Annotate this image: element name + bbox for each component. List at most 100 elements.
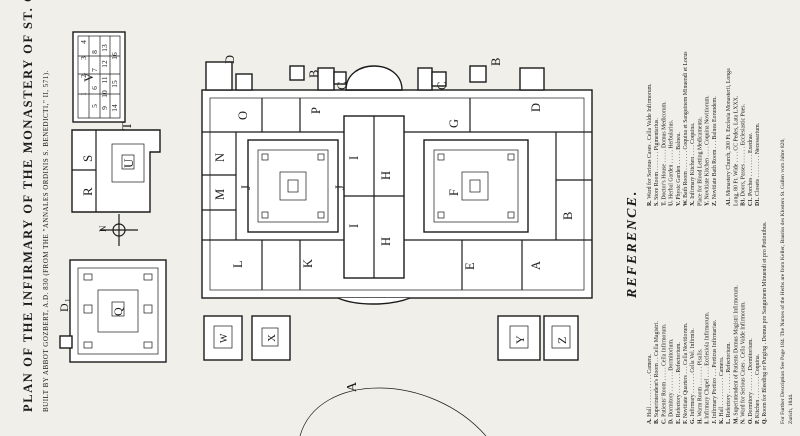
- room-label-a-upper: A: [345, 381, 360, 392]
- room-letters: A D B C C B O P G D N M L K J J H H I I …: [213, 55, 575, 392]
- reference-text: Long, 80 Ft. Wide . . . . CC Pedes, Lata…: [733, 95, 739, 206]
- reference-entry: Long, 80 Ft. Wide . . . . CC Pedes, Lata…: [733, 95, 739, 206]
- room-label-p: P: [309, 107, 323, 114]
- main-complex: [201, 65, 593, 305]
- room-label-q: Q: [111, 307, 125, 316]
- room-label-a: A: [529, 261, 543, 270]
- bed-label: 10: [100, 90, 109, 98]
- room-label-h1: H: [379, 171, 393, 180]
- bed-label: 5: [90, 104, 99, 108]
- room-label-g: G: [447, 119, 461, 128]
- reference-key: C1.: [748, 196, 754, 206]
- physic-garden: 1 2 3 4 5 6 7 8 9 10 11 12 13 14 15 16 V: [72, 31, 126, 123]
- reference-key: G.: [690, 417, 696, 424]
- reference-text: Room for Bleeding or Purging . Domus pro…: [761, 221, 768, 417]
- bed-label: 14: [110, 104, 119, 112]
- reference-key: N.: [741, 417, 747, 424]
- reference-entry: S. Store Room . . . . . . . Pigmentarius…: [654, 118, 660, 206]
- bed-label: 6: [90, 86, 99, 90]
- room-label-h2: H: [379, 237, 393, 246]
- room-label-e: E: [463, 262, 477, 270]
- reference-key: J.: [712, 418, 718, 424]
- reference-entry: C. Patients' Room . . . . . Cella Infirm…: [660, 323, 667, 424]
- reference-text: Ward for Serious Cases . Cella Valde Inf…: [740, 301, 747, 417]
- bed-label: 15: [110, 80, 119, 88]
- reference-key: B.: [654, 417, 660, 424]
- reference-text: Place for Blood Letting Medicamenta.: [696, 116, 703, 206]
- doctors-house: T S U R: [71, 122, 161, 213]
- reference-text: Bath Room . . . . . . . Coquina et Sangu…: [683, 51, 689, 198]
- reference-text: Patients' Room . . . . . Cella Infirmoru…: [660, 323, 667, 417]
- room-label-c1b: C: [435, 82, 449, 90]
- reference-entry: F. Novitiate Quarters . . . Cella Noviti…: [683, 322, 689, 424]
- reference-text: Infirmary Portico . . . Porticus Infirma…: [711, 319, 718, 418]
- reference-text: Novitiate Kitchen . . . . Coquina Noviti…: [705, 95, 711, 200]
- reference-entry: Q. Room for Bleeding or Purging . Domus …: [761, 221, 768, 424]
- plan-title: PLAN OF THE INFIRMARY OF THE MONASTERY O…: [21, 0, 35, 412]
- reference-entry: Z. Novitiate Bath Room . . . Balnea Eoru…: [712, 96, 718, 206]
- room-label-l: L: [231, 260, 245, 268]
- reference-key: M.: [733, 416, 739, 424]
- reference-entry: K. Hall . . . . . . . . . . Camera.: [719, 356, 725, 424]
- reference-key: I.: [705, 419, 711, 424]
- reference-entry: B1. Doors, Passes . . . . . . Ecclesiast…: [741, 104, 747, 206]
- reference-key: S.: [654, 200, 660, 206]
- reference-entry: E. Refectory . . . . . . . Refectorium.: [675, 342, 682, 424]
- reference-text: Monastery Church, 200 Ft. Ecclesia Monas…: [726, 68, 732, 196]
- room-label-o: O: [236, 111, 250, 120]
- bed-label: 8: [90, 50, 99, 54]
- reference-heading: REFERENCE.: [625, 190, 640, 299]
- room-label-b1a: B: [307, 70, 321, 78]
- bed-label: 11: [100, 76, 109, 83]
- reference-text: Superintendent's Room . . Cella Magistri…: [654, 321, 660, 418]
- reference-entry: I. Infirmary Chapel . . . . Ecclesiola I…: [704, 311, 711, 424]
- reference-entry: L. Refectory . . . . . . . Refectorium.: [725, 342, 732, 424]
- reference-text: Refectory . . . . . . . Refectorium.: [725, 342, 732, 418]
- reference-key: D.: [669, 417, 675, 424]
- room-label-b1b: B: [489, 58, 503, 66]
- reference-key: V.: [676, 200, 682, 206]
- room-label-u: U: [121, 158, 136, 168]
- reference-text: Hall . . . . . . . . . . Camera.: [719, 356, 725, 416]
- room-label-j2: J: [333, 185, 347, 190]
- room-label-y: Y: [513, 335, 527, 344]
- reference-key: O.: [748, 417, 754, 424]
- room-label-m: M: [213, 189, 227, 200]
- room-label-z: Z: [555, 337, 569, 344]
- reference-legend: REFERENCE. A. Hall . . . . . . . . . . .…: [625, 51, 794, 424]
- reference-entry: Y. Novitiate Kitchen . . . . Coquina Nov…: [705, 95, 711, 206]
- reference-text: Closets . . . . . . . . Necessarium.: [755, 122, 761, 196]
- reference-entry: U. Herbal Garden . . . . . Herbularius.: [669, 119, 675, 206]
- bed-label: 13: [100, 44, 109, 52]
- reference-text: Ward for Serious Cases . Cella Valde Inf…: [646, 83, 653, 199]
- room-label-v: V: [81, 72, 96, 82]
- reference-entry: P. Kitchen . . . . . . . . Coquina.: [755, 353, 761, 424]
- reference-key: Y.: [705, 199, 711, 206]
- room-label-j1: J: [239, 185, 253, 190]
- reference-text: Novitiate Quarters . . . Cella Novitioru…: [683, 322, 689, 418]
- reference-key: K.: [719, 417, 725, 424]
- room-label-f: F: [447, 189, 461, 196]
- reference-text: Superintendent of Patients Domus Magistr…: [732, 285, 739, 416]
- bleeding-house: Q D 1: [57, 259, 167, 363]
- reference-entry: R. Ward for Serious Cases . Cella Valde …: [646, 83, 653, 206]
- room-label-d1b: D: [223, 55, 237, 64]
- plan-subtitle: BUILT BY ABBOT GOZBERT, A.D. 830 (FROM T…: [42, 70, 50, 412]
- room-label-d1a: D: [57, 303, 71, 312]
- reference-text: Infirmary Chapel . . . . Ecclesiola Infi…: [704, 311, 711, 418]
- room-label-b: B: [561, 212, 575, 220]
- room-label-d: D: [529, 103, 543, 112]
- room-label-n: N: [213, 153, 227, 162]
- room-label-i1: I: [347, 156, 361, 160]
- reference-key: T.: [661, 200, 667, 206]
- reference-text: Kitchen . . . . . . . . Coquina.: [755, 353, 761, 418]
- reference-entry: O. Dormitory . . . . . . . Dormitorium.: [748, 338, 754, 424]
- reference-text: Doctor's House . . . . . Domus Medicorum…: [661, 101, 667, 200]
- reference-key: P.: [755, 418, 761, 424]
- reference-text: Doors, Passes . . . . . . Ecclesiastic P…: [741, 104, 747, 197]
- room-label-d1a-sup: 1: [64, 298, 72, 302]
- reference-text: Warm Room . . . . . . . Pisalis.: [697, 348, 703, 417]
- reference-key: H.: [697, 417, 703, 424]
- reference-key: A1.: [726, 196, 732, 206]
